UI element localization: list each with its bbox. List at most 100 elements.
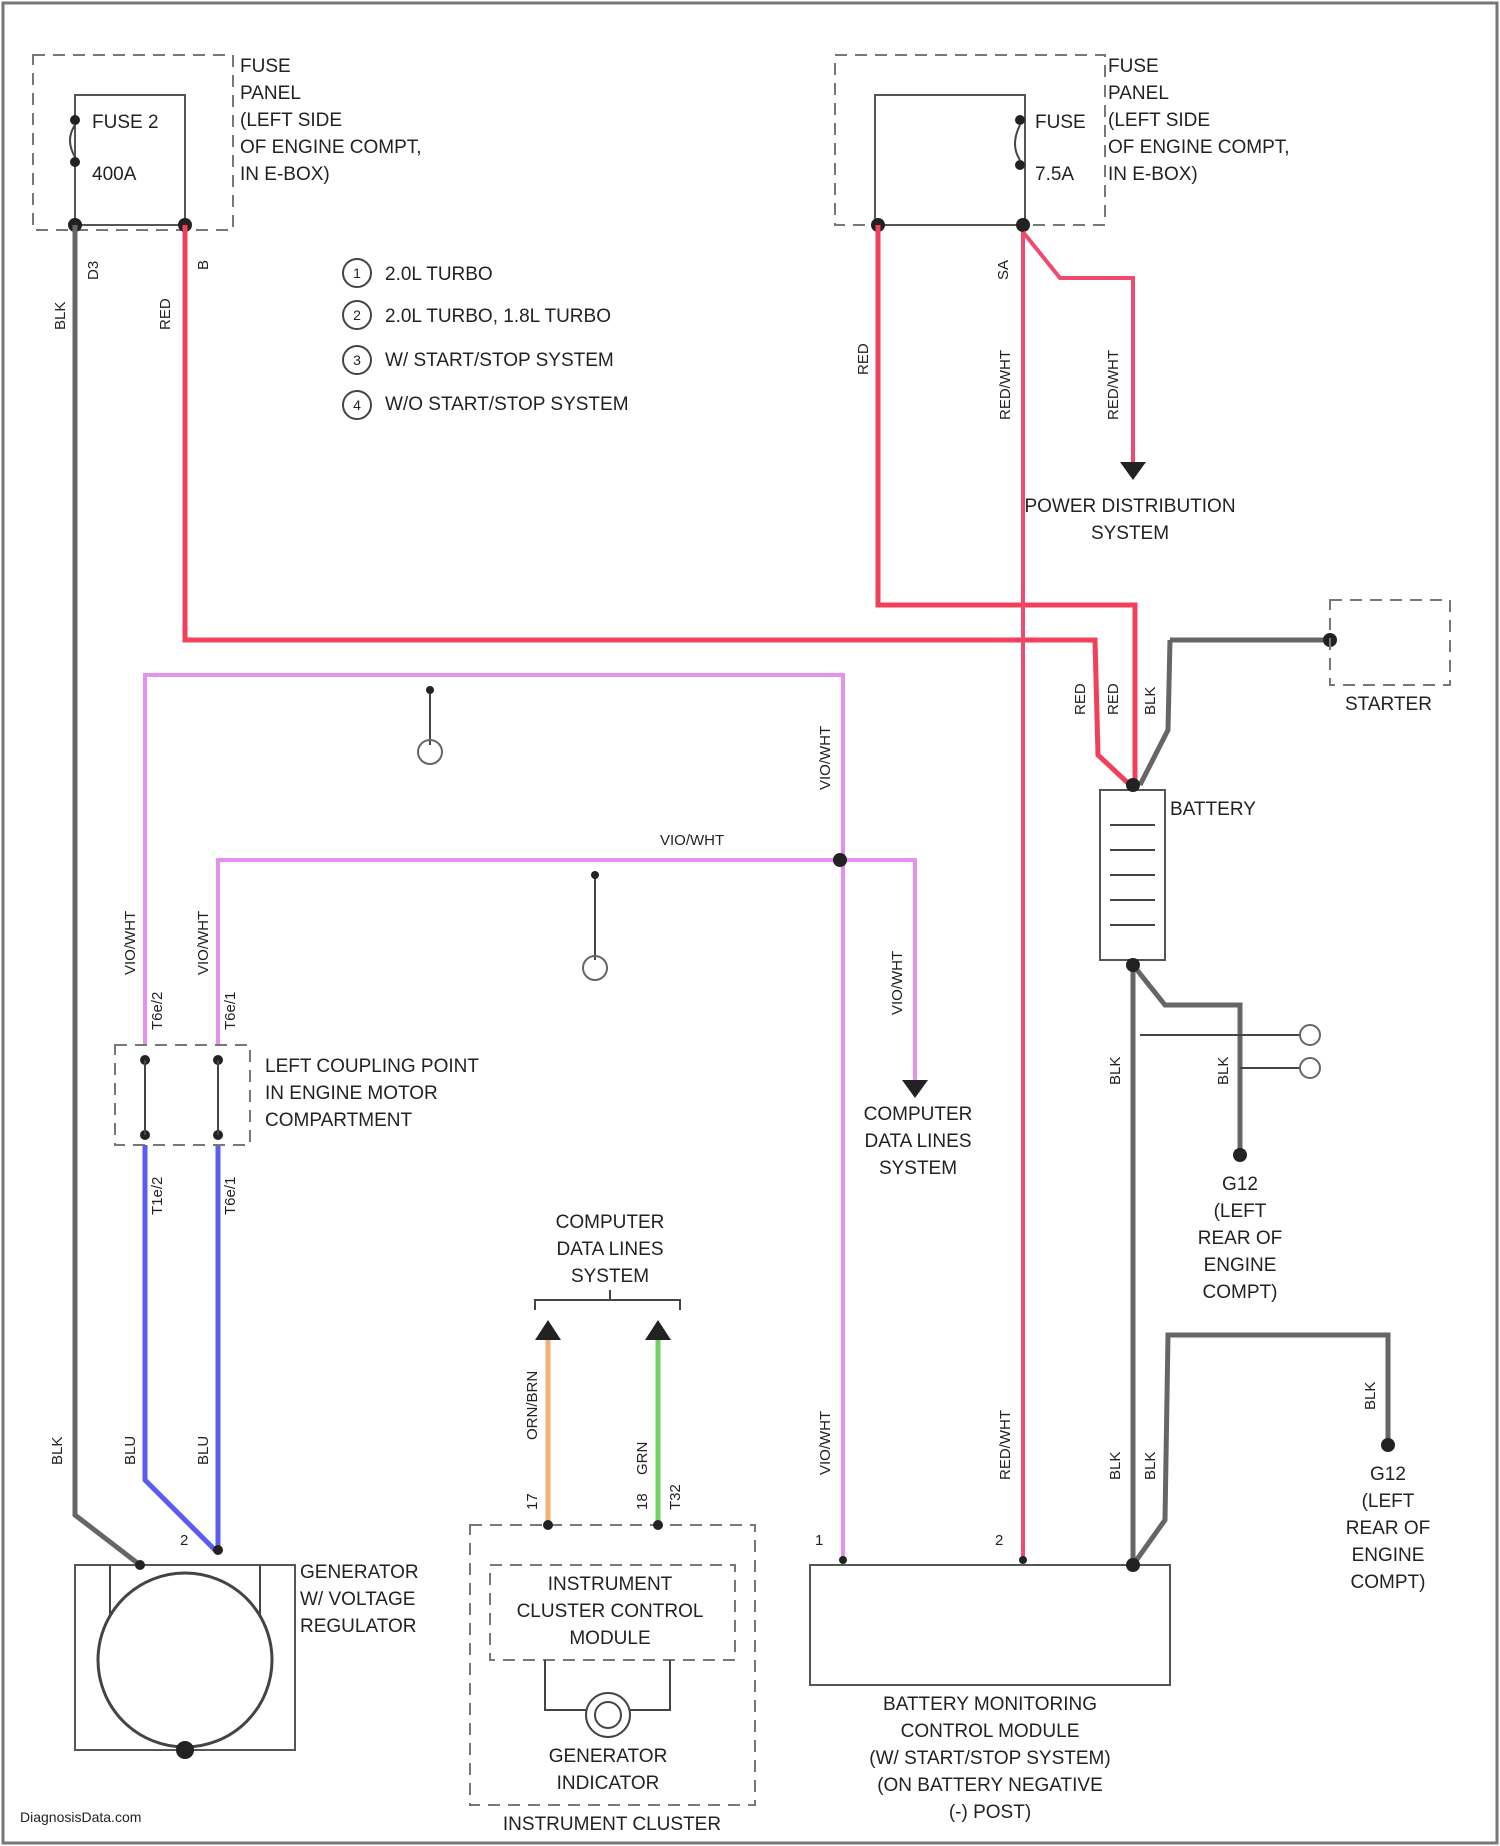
pin-coupling-bot-2: T6e/1 (222, 1177, 239, 1215)
generator-label-0: GENERATOR (300, 1562, 419, 1583)
wire-label-redwht-3: RED/WHT (997, 1410, 1014, 1480)
wire-label-blu-2: BLU (195, 1436, 212, 1465)
starter: STARTER (1330, 600, 1450, 715)
pin-cluster-b: 18 (634, 1493, 651, 1510)
g12-upper-label-2: REAR OF (1198, 1228, 1282, 1249)
cluster-module-label-0: INSTRUMENT (548, 1574, 673, 1595)
fuse-panel-right-label-3: OF ENGINE COMPT, (1108, 137, 1290, 158)
wire-label-blk-3: BLK (1107, 1057, 1124, 1085)
pin-fuse-left-out: B (195, 260, 212, 270)
wire-label-vio-4: VIO/WHT (122, 911, 139, 975)
wire-label-orn-brn: ORN/BRN (524, 1371, 541, 1440)
fuse-panel-right: FUSE 7.5A FUSE PANEL (LEFT SIDE OF ENGIN… (835, 55, 1290, 232)
generator-label-1: W/ VOLTAGE (300, 1589, 415, 1610)
arrow-pds (1120, 462, 1146, 480)
fuse-panel-right-label-1: PANEL (1108, 83, 1169, 104)
wire-label-vio-6: VIO/WHT (817, 1411, 834, 1475)
wire-red-wht-pds (1023, 232, 1133, 465)
gen-indicator-label-0: GENERATOR (549, 1746, 668, 1767)
pin-coupling-top-2: T6e/1 (222, 992, 239, 1030)
wire-label-blk-8: BLK (49, 1437, 66, 1465)
bmc-label-0: BATTERY MONITORING (883, 1694, 1097, 1715)
pin-bmc-1: 1 (815, 1532, 823, 1549)
wire-label-grn: GRN (634, 1442, 651, 1475)
fuse-right-name: FUSE (1035, 112, 1086, 133)
fuse-panel-left-label-1: PANEL (240, 83, 301, 104)
wire-label-blk-6: BLK (1142, 1452, 1159, 1480)
fuse-left-rating: 400A (92, 164, 137, 185)
wire-label-redwht-2: RED/WHT (1105, 350, 1122, 420)
bmc-label-1: CONTROL MODULE (901, 1721, 1080, 1742)
fuse-left-name: FUSE 2 (92, 112, 159, 133)
g12-upper-label-3: ENGINE (1204, 1255, 1277, 1276)
fuse-panel-left-label-0: FUSE (240, 56, 291, 77)
instrument-cluster: INSTRUMENT CLUSTER CONTROL MODULE GENERA… (470, 1520, 755, 1835)
g12-lower-label-1: (LEFT (1362, 1491, 1415, 1512)
wire-label-red-4: RED (1105, 683, 1122, 715)
legend-symbol-3: 3 (353, 352, 361, 368)
wire-label-red-2: RED (855, 343, 872, 375)
g12-lower-label-4: COMPT) (1351, 1572, 1426, 1593)
legend: 1 2.0L TURBO 2 2.0L TURBO, 1.8L TURBO 3 … (343, 259, 629, 419)
wire-vio-inner (218, 860, 915, 1080)
wire-label-red-1: RED (157, 298, 174, 330)
wire-label-vio-3: VIO/WHT (889, 951, 906, 1015)
pin-bmc-2: 2 (995, 1532, 1003, 1549)
cluster-module-label-2: MODULE (569, 1628, 650, 1649)
wire-label-blu-1: BLU (122, 1436, 139, 1465)
pds-label-1: SYSTEM (1091, 523, 1169, 544)
pin-fuse-left-in: D3 (85, 261, 102, 280)
fuse-panel-right-label-4: IN E-BOX) (1108, 164, 1198, 185)
coupling-label-1: IN ENGINE MOTOR (265, 1083, 438, 1104)
cdl-right-label-2: SYSTEM (879, 1158, 957, 1179)
pin-coupling-top-1: T6e/2 (149, 992, 166, 1030)
battery-monitoring-module: BATTERY MONITORING CONTROL MODULE (W/ ST… (810, 1556, 1170, 1823)
pin-gen: 2 (180, 1532, 188, 1549)
bmc-label-4: (-) POST) (949, 1802, 1031, 1823)
wire-red-main (185, 225, 1130, 785)
wire-label-blk-7: BLK (1362, 1382, 1379, 1410)
coupling-label-2: COMPARTMENT (265, 1110, 412, 1131)
g12-lower-label-3: ENGINE (1352, 1545, 1425, 1566)
wire-label-vio-2: VIO/WHT (660, 832, 724, 849)
wire-label-blk-2: BLK (1142, 687, 1159, 715)
wire-blk-left (75, 225, 140, 1565)
bmc-label-3: (ON BATTERY NEGATIVE (877, 1775, 1103, 1796)
instrument-cluster-label: INSTRUMENT CLUSTER (503, 1814, 721, 1835)
battery: BATTERY (1100, 778, 1256, 972)
pin-coupling-bot-1: T1e/2 (149, 1177, 166, 1215)
cdl-center-label-1: DATA LINES (557, 1239, 664, 1260)
cluster-module-label-1: CLUSTER CONTROL (517, 1601, 704, 1622)
coupling-label-0: LEFT COUPLING POINT (265, 1056, 479, 1077)
wire-label-blk-1: BLK (52, 302, 69, 330)
legend-symbol-4: 4 (353, 397, 361, 413)
battery-label: BATTERY (1170, 799, 1256, 820)
coupling-point: LEFT COUPLING POINT IN ENGINE MOTOR COMP… (115, 1045, 479, 1145)
legend-symbol-1: 1 (353, 265, 361, 281)
wire-label-blk-5: BLK (1107, 1452, 1124, 1480)
legend-text-1: 2.0L TURBO (385, 264, 493, 285)
fuse-panel-left-label-2: (LEFT SIDE (240, 110, 342, 131)
wire-label-blk-4: BLK (1215, 1057, 1232, 1085)
starter-label: STARTER (1345, 694, 1432, 715)
generator-label-2: REGULATOR (300, 1616, 417, 1637)
pds-label-0: POWER DISTRIBUTION (1024, 496, 1235, 517)
wire-label-red-3: RED (1072, 683, 1089, 715)
arrow-cdl-right (902, 1080, 928, 1098)
fuse-panel-left: FUSE 2 400A FUSE PANEL (LEFT SIDE OF ENG… (33, 55, 422, 232)
g12-lower-label-0: G12 (1370, 1464, 1406, 1485)
wire-label-vio-5: VIO/WHT (195, 911, 212, 975)
g12-upper-label-0: G12 (1222, 1174, 1258, 1195)
legend-symbol-2: 2 (353, 307, 361, 323)
fuse-panel-right-label-0: FUSE (1108, 56, 1159, 77)
cdl-right-label-0: COMPUTER (864, 1104, 973, 1125)
legend-text-2: 2.0L TURBO, 1.8L TURBO (385, 306, 611, 327)
fuse-right-rating: 7.5A (1035, 164, 1074, 185)
g12-upper-label-1: (LEFT (1214, 1201, 1267, 1222)
legend-text-4: W/O START/STOP SYSTEM (385, 394, 629, 415)
cdl-center-label-0: COMPUTER (556, 1212, 665, 1233)
bmc-label-2: (W/ START/STOP SYSTEM) (869, 1748, 1110, 1769)
gen-indicator-label-1: INDICATOR (557, 1773, 660, 1794)
pin-fuse-right-out: SA (995, 260, 1012, 280)
